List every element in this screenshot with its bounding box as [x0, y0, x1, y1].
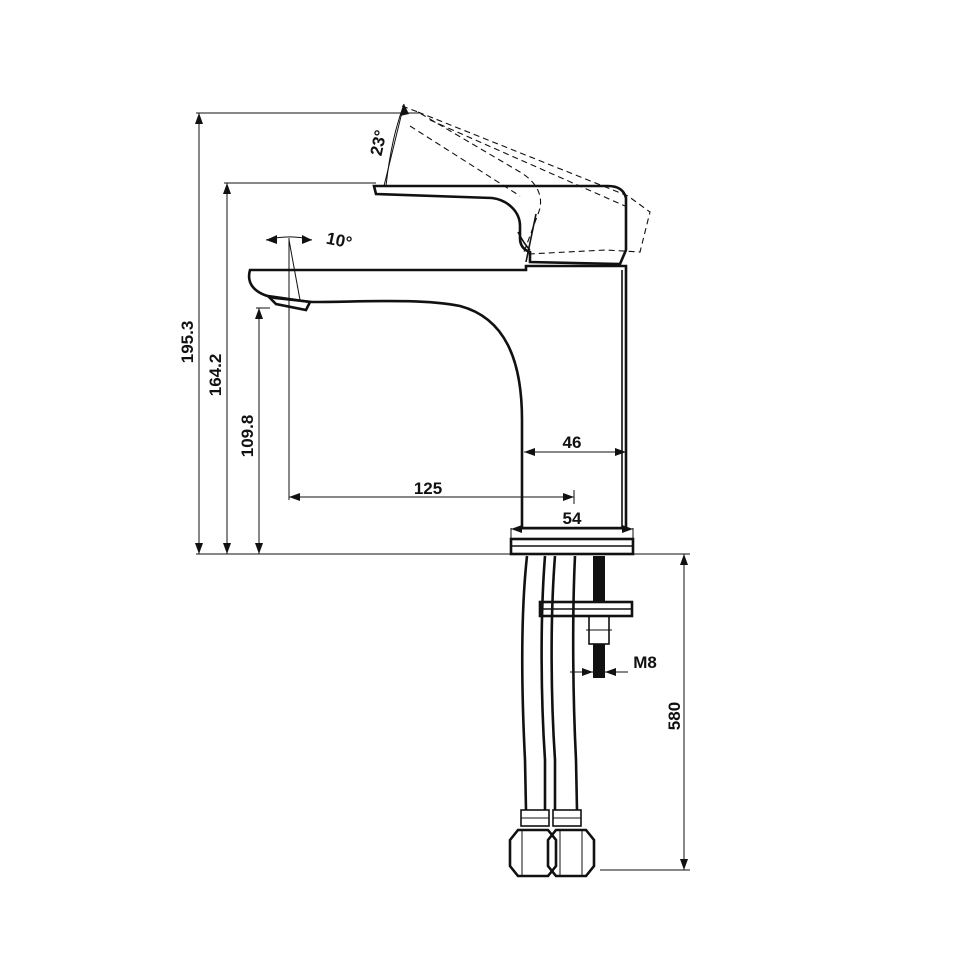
flexible-hoses	[508, 555, 596, 878]
mounting-plate	[509, 537, 635, 556]
lever-handle-raised-outline	[401, 105, 651, 255]
dimension-lines	[196, 103, 690, 871]
threaded-stud	[538, 556, 634, 678]
dim-base-width: 54	[563, 509, 582, 528]
dimension-arrows	[195, 104, 688, 870]
dim-lever-height: 164.2	[206, 354, 225, 397]
faucet-body	[247, 264, 628, 530]
dim-spout-reach: 125	[414, 479, 442, 498]
dim-overall-height: 195.3	[178, 321, 197, 364]
dim-lever-angle: 23°	[367, 128, 391, 157]
dim-spout-angle: 10°	[325, 229, 354, 253]
dim-body-width: 46	[563, 433, 582, 452]
dim-hose-length: 580	[665, 702, 684, 730]
dim-spout-height: 109.8	[238, 415, 257, 458]
lever-handle	[372, 184, 628, 266]
dim-thread: M8	[633, 653, 657, 672]
